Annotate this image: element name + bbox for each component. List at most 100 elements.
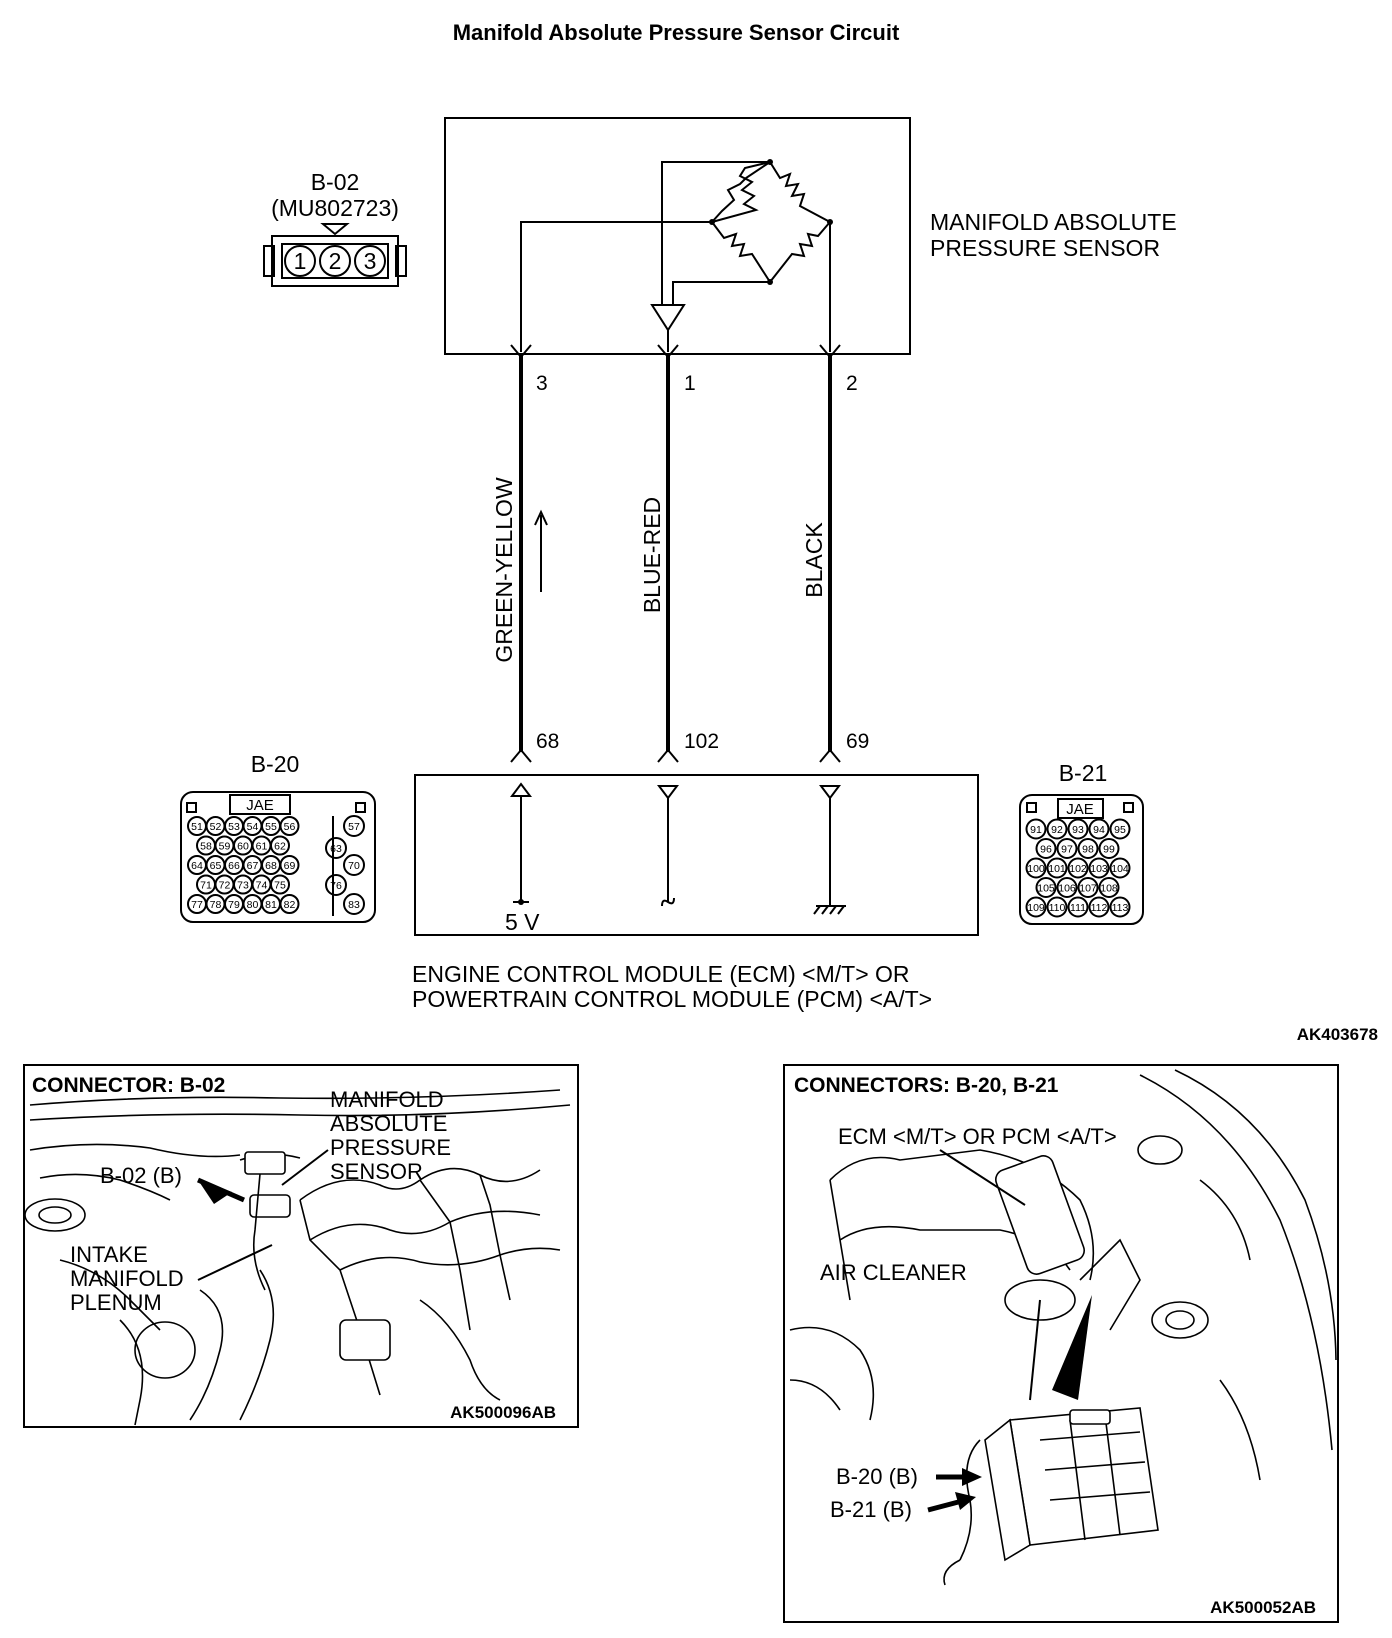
pin-circle — [270, 835, 290, 856]
b20-pin-61: 61 — [256, 841, 268, 853]
b20-pin-65: 65 — [210, 860, 222, 872]
sensor-pin-1: 1 — [684, 372, 696, 395]
pin-circle — [1088, 818, 1110, 840]
b21-pin-110: 110 — [1049, 902, 1066, 914]
pin-circle — [270, 874, 290, 895]
pin-circle — [1067, 896, 1089, 918]
pin-circle — [1025, 818, 1047, 840]
b21-pin-92: 92 — [1051, 824, 1063, 836]
wire-black: 2 69 BLACK — [801, 344, 869, 763]
b20-pin-77: 77 — [191, 899, 203, 911]
b20-pin-64: 64 — [191, 860, 203, 872]
pin-circle — [279, 816, 300, 836]
b21-pin-109: 109 — [1027, 902, 1045, 914]
callout-ecm: ECM <M/T> OR PCM <A/T> — [838, 1124, 1117, 1149]
b02-pin-1: 1 — [294, 248, 307, 274]
b20-pin-51: 51 — [191, 821, 203, 833]
b20-pin-70: 70 — [348, 860, 360, 872]
b02-pin-2: 2 — [329, 248, 342, 274]
wire-color-blue-red: BLUE-RED — [639, 497, 665, 613]
connector-b20-id: B-20 — [251, 751, 300, 777]
pointer-arrow-icon — [197, 1177, 245, 1204]
ecm-pin-69: 69 — [846, 730, 869, 753]
wheatstone-bridge-icon — [709, 159, 833, 285]
pin-circle — [1077, 838, 1099, 859]
connector-b02-part-number: (MU802723) — [271, 195, 399, 221]
pin-circle — [1067, 857, 1089, 879]
pin-circle — [1109, 896, 1131, 918]
pin-circle — [343, 893, 365, 915]
photo-left-heading: CONNECTOR: B-02 — [32, 1074, 225, 1097]
pin-circle — [1046, 857, 1068, 879]
wire-blue-red: 1 102 BLUE-RED — [639, 344, 719, 763]
pin-circle — [1025, 857, 1047, 879]
b20-pin-76: 76 — [330, 880, 342, 892]
diagram-title: Manifold Absolute Pressure Sensor Circui… — [453, 20, 900, 45]
pin-circle — [1035, 877, 1057, 898]
ecm-module: 5 V ENGINE CONTROL MODULE (ECM) <M/T> OR… — [412, 774, 979, 1012]
pin-circle — [1067, 818, 1089, 840]
pin-circle — [325, 837, 347, 859]
b20-pin-59: 59 — [219, 841, 231, 853]
signal-direction-arrow-icon — [534, 509, 548, 592]
pin-circle — [1035, 838, 1057, 859]
callout-plenum-line2: MANIFOLD — [70, 1266, 184, 1291]
b21-pin-111: 111 — [1070, 902, 1086, 914]
b20-pin-55: 55 — [265, 821, 277, 833]
callout-b02-connector: B-02 (B) — [100, 1163, 182, 1188]
connector-b21-brand: JAE — [1066, 801, 1094, 818]
ecm-5v-label: 5 V — [505, 909, 540, 935]
pin-circle — [1046, 896, 1068, 918]
pin-circle — [279, 855, 300, 875]
engine-bay-illustration-right — [789, 1069, 1337, 1481]
b21-pin-100: 100 — [1027, 863, 1045, 875]
b20-pin-57: 57 — [348, 821, 360, 833]
b20-pin-68: 68 — [265, 860, 277, 872]
callout-sensor-line1: MANIFOLD — [330, 1087, 444, 1112]
b21-pin-106: 106 — [1058, 883, 1076, 895]
b20-pin-82: 82 — [284, 899, 296, 911]
callout-sensor-line4: SENSOR — [330, 1159, 423, 1184]
sensor-name-line2: PRESSURE SENSOR — [930, 235, 1160, 261]
b20-pin-62: 62 — [274, 841, 286, 853]
pin-circle — [1088, 857, 1110, 879]
b21-pin-98: 98 — [1082, 844, 1094, 856]
b21-pin-113: 113 — [1112, 902, 1129, 914]
pointer-arrow-b20-icon — [936, 1468, 982, 1486]
b21-pin-112: 112 — [1091, 902, 1108, 914]
pin-circle — [1109, 857, 1131, 879]
b20-pin-52: 52 — [210, 821, 222, 833]
zoom-wedge-icon — [1052, 1295, 1092, 1400]
diagram-code: AK403678 — [1297, 1025, 1378, 1044]
b20-pin-63: 63 — [330, 843, 342, 855]
b20-pin-56: 56 — [284, 821, 296, 833]
wire-color-green-yellow: GREEN-YELLOW — [491, 477, 517, 663]
callout-air-cleaner: AIR CLEANER — [820, 1260, 967, 1285]
b21-pin-103: 103 — [1090, 863, 1108, 875]
b20-pin-71: 71 — [200, 880, 212, 892]
b20-pin-75: 75 — [274, 880, 286, 892]
callout-plenum-line3: PLENUM — [70, 1290, 162, 1315]
pin-circle — [1098, 838, 1120, 859]
b20-pin-60: 60 — [237, 841, 249, 853]
b20-pin-58: 58 — [200, 841, 212, 853]
b20-pin-79: 79 — [228, 899, 240, 911]
pin-circle — [343, 815, 365, 837]
photo-right-code: AK500052AB — [1210, 1598, 1316, 1617]
b21-pin-105: 105 — [1037, 883, 1055, 895]
photo-right-heading: CONNECTORS: B-20, B-21 — [794, 1074, 1059, 1097]
b20-pin-72: 72 — [219, 880, 231, 892]
photo-panel-b02: CONNECTOR: B-02 MANIFOLD ABSOLUTE PRESSU… — [23, 1064, 579, 1428]
photo-panel-b20-b21: CONNECTORS: B-20, B-21 ECM <M/T> OR PCM … — [783, 1064, 1339, 1623]
connector-b20-brand: JAE — [246, 797, 274, 814]
b21-pin-94: 94 — [1093, 824, 1105, 836]
callout-sensor-line3: PRESSURE — [330, 1135, 451, 1160]
pin-circle — [1088, 896, 1110, 918]
b21-pin-108: 108 — [1100, 883, 1118, 895]
b20-pin-83: 83 — [348, 899, 360, 911]
ecm-name-line2: POWERTRAIN CONTROL MODULE (PCM) <A/T> — [412, 986, 932, 1012]
callout-plenum-line1: INTAKE — [70, 1242, 148, 1267]
